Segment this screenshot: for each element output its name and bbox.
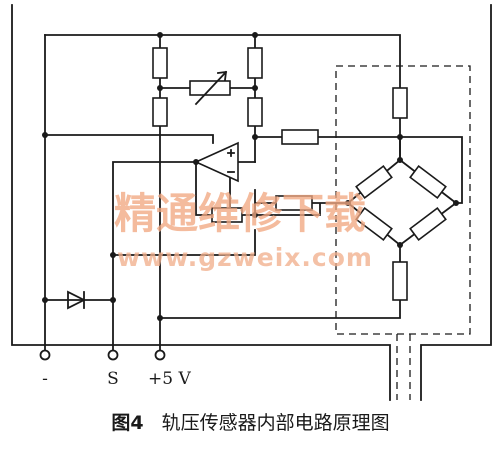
supply-to-bridge — [159, 299, 401, 319]
watermark-text: 精通维修下载 — [114, 189, 366, 238]
resistor-r3 — [247, 47, 263, 79]
sensing-element-enclosure — [335, 65, 471, 335]
figure-number: 图4 — [111, 412, 144, 434]
op-amp-input-plus — [227, 149, 235, 157]
strain-gauge-2 — [409, 165, 447, 199]
terminal-supply-label: +5 V — [148, 369, 191, 389]
figure-title: 轨压传感器内部电路原理图 — [161, 412, 390, 434]
top-rail — [44, 34, 401, 89]
strain-gauge-1 — [355, 165, 393, 199]
strain-gauge-4 — [409, 207, 447, 241]
resistor-bridge-feed — [281, 129, 319, 145]
resistor-output — [275, 195, 313, 211]
figure-caption: 图4 轨压传感器内部电路原理图 — [0, 408, 501, 435]
terminal-minus-label: - — [42, 369, 48, 389]
signal-rail — [112, 229, 256, 256]
bridge-feed-wire — [254, 136, 401, 161]
diode — [67, 290, 87, 310]
resistor-r1 — [152, 47, 168, 79]
resistor-bridge-bottom — [392, 261, 408, 301]
resistor-r4 — [247, 97, 263, 127]
sensing-element-leads — [396, 334, 411, 400]
opamp-output-wire — [112, 161, 197, 353]
trim-arrow — [194, 70, 228, 106]
terminal-minus — [39, 349, 51, 361]
strain-gauge-3 — [355, 207, 393, 241]
terminal-signal-label: S — [107, 369, 119, 389]
resistor-bridge-top — [392, 87, 408, 119]
sensor-housing — [11, 4, 492, 401]
terminal-signal — [107, 349, 119, 361]
watermark-url: www.gzweix.com — [117, 243, 373, 272]
reference-rail — [44, 134, 214, 144]
op-amp — [194, 141, 239, 183]
terminal-supply — [154, 349, 166, 361]
junction-dots — [42, 32, 459, 321]
resistor-feedback — [211, 207, 243, 223]
resistor-r2 — [152, 97, 168, 127]
